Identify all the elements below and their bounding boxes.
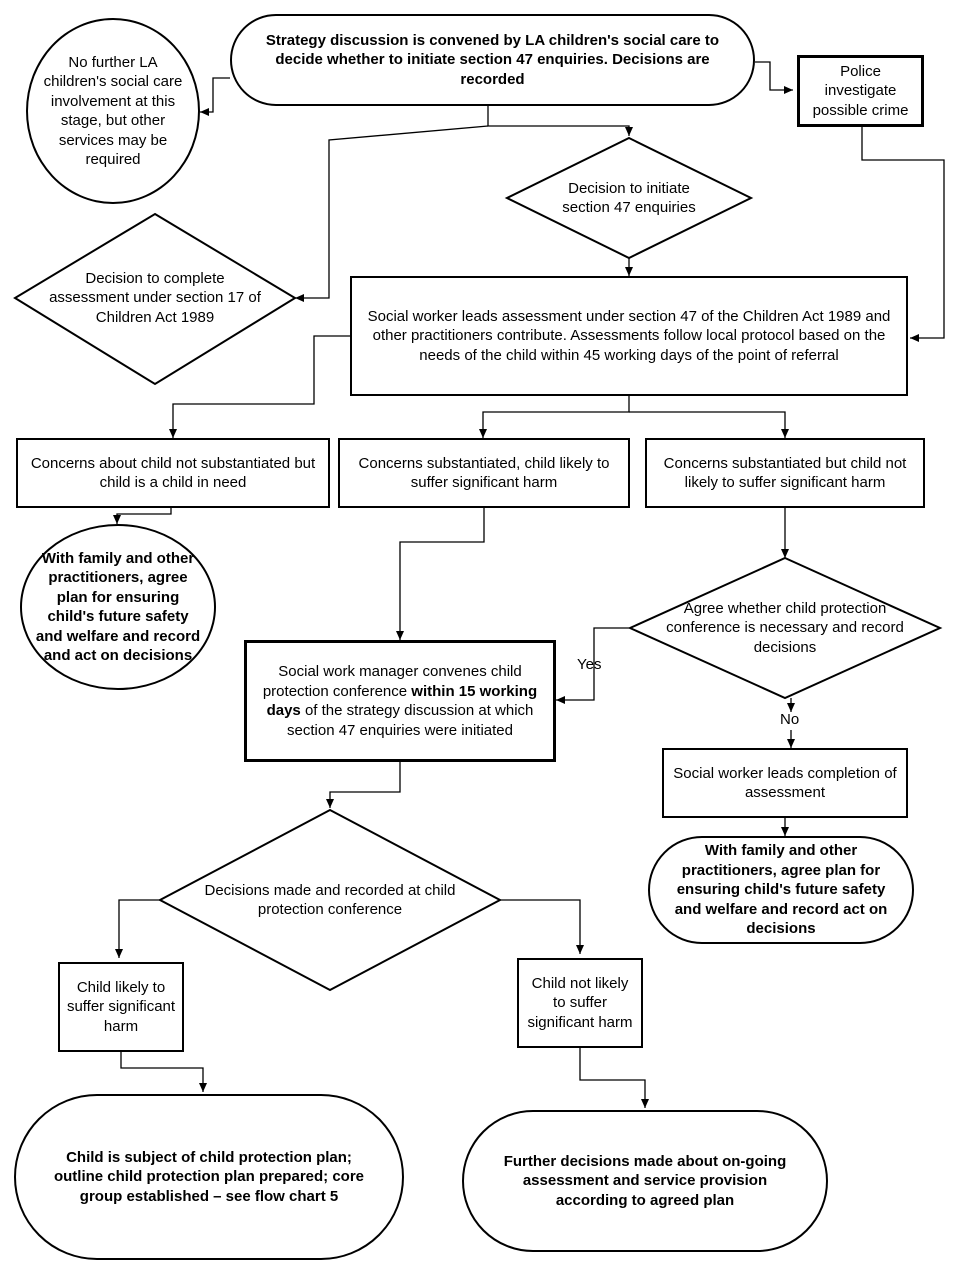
conference-decisions-diamond bbox=[157, 808, 503, 992]
edge-conference-to-not-likely bbox=[500, 899, 584, 954]
substantiated-no-significant-harm-node: Concerns substantiated but child not lik… bbox=[645, 438, 925, 508]
edge-assessment-split bbox=[479, 396, 630, 438]
edge-not-likely-to-further bbox=[579, 1048, 649, 1108]
strategy-discussion-node: Strategy discussion is convened by LA ch… bbox=[230, 14, 755, 106]
further-decisions-node: Further decisions made about on-going as… bbox=[462, 1110, 828, 1252]
decision-s47-label: Decision to initiate section 47 enquirie… bbox=[562, 179, 696, 217]
decision-s17-label: Decision to complete assessment under se… bbox=[49, 269, 261, 326]
not-likely-significant-harm-node: Child not likely to suffer significant h… bbox=[517, 958, 643, 1048]
edge-agree-yes-to-convene bbox=[556, 627, 629, 704]
edge-convene-to-conference bbox=[326, 762, 401, 808]
section-47-assessment-node: Social worker leads assessment under sec… bbox=[350, 276, 908, 396]
complete-assessment-node: Social worker leads completion of assess… bbox=[662, 748, 908, 818]
edge-conference-to-likely bbox=[115, 899, 160, 958]
edge-not-substantiated-to-plan-left bbox=[113, 508, 172, 524]
not-substantiated-node: Concerns about child not substantiated b… bbox=[16, 438, 330, 508]
substantiated-significant-harm-node: Concerns substantiated, child likely to … bbox=[338, 438, 630, 508]
edge-substantiated-harm-to-convene bbox=[396, 508, 485, 640]
decision-s17-diamond bbox=[13, 212, 297, 386]
police-investigate-node: Police investigate possible crime bbox=[797, 55, 924, 127]
agree-plan-left-node: With family and other practitioners, agr… bbox=[20, 524, 216, 690]
edge-police-to-assessment bbox=[861, 127, 945, 342]
edge-likely-to-cp-plan bbox=[120, 1052, 207, 1092]
yes-label: Yes bbox=[577, 656, 602, 673]
edge-assessment-split-right bbox=[629, 411, 789, 438]
likely-significant-harm-node: Child likely to suffer significant harm bbox=[58, 962, 184, 1052]
edge-strategy-to-decision-s17 bbox=[295, 125, 489, 302]
child-protection-plan-node: Child is subject of child protection pla… bbox=[14, 1094, 404, 1260]
no-label: No bbox=[780, 711, 800, 728]
agree-conference-label: Agree whether child protection conferenc… bbox=[666, 599, 904, 656]
convene-conference-node: Social work manager convenes child prote… bbox=[244, 640, 556, 762]
agree-plan-right-node: With family and other practitioners, agr… bbox=[648, 836, 914, 944]
edge-s17-to-not-substantiated bbox=[169, 335, 350, 438]
edge-strategy-to-decision-s47 bbox=[487, 105, 633, 136]
agree-conference-diamond bbox=[627, 556, 943, 700]
conference-decisions-label: Decisions made and recorded at child pro… bbox=[204, 881, 456, 919]
edge-strategy-to-police bbox=[755, 61, 793, 94]
no-further-involvement-node: No further LA children's social care inv… bbox=[26, 18, 200, 204]
decision-s47-diamond bbox=[504, 136, 754, 260]
edge-strategy-to-no-further bbox=[200, 77, 230, 116]
